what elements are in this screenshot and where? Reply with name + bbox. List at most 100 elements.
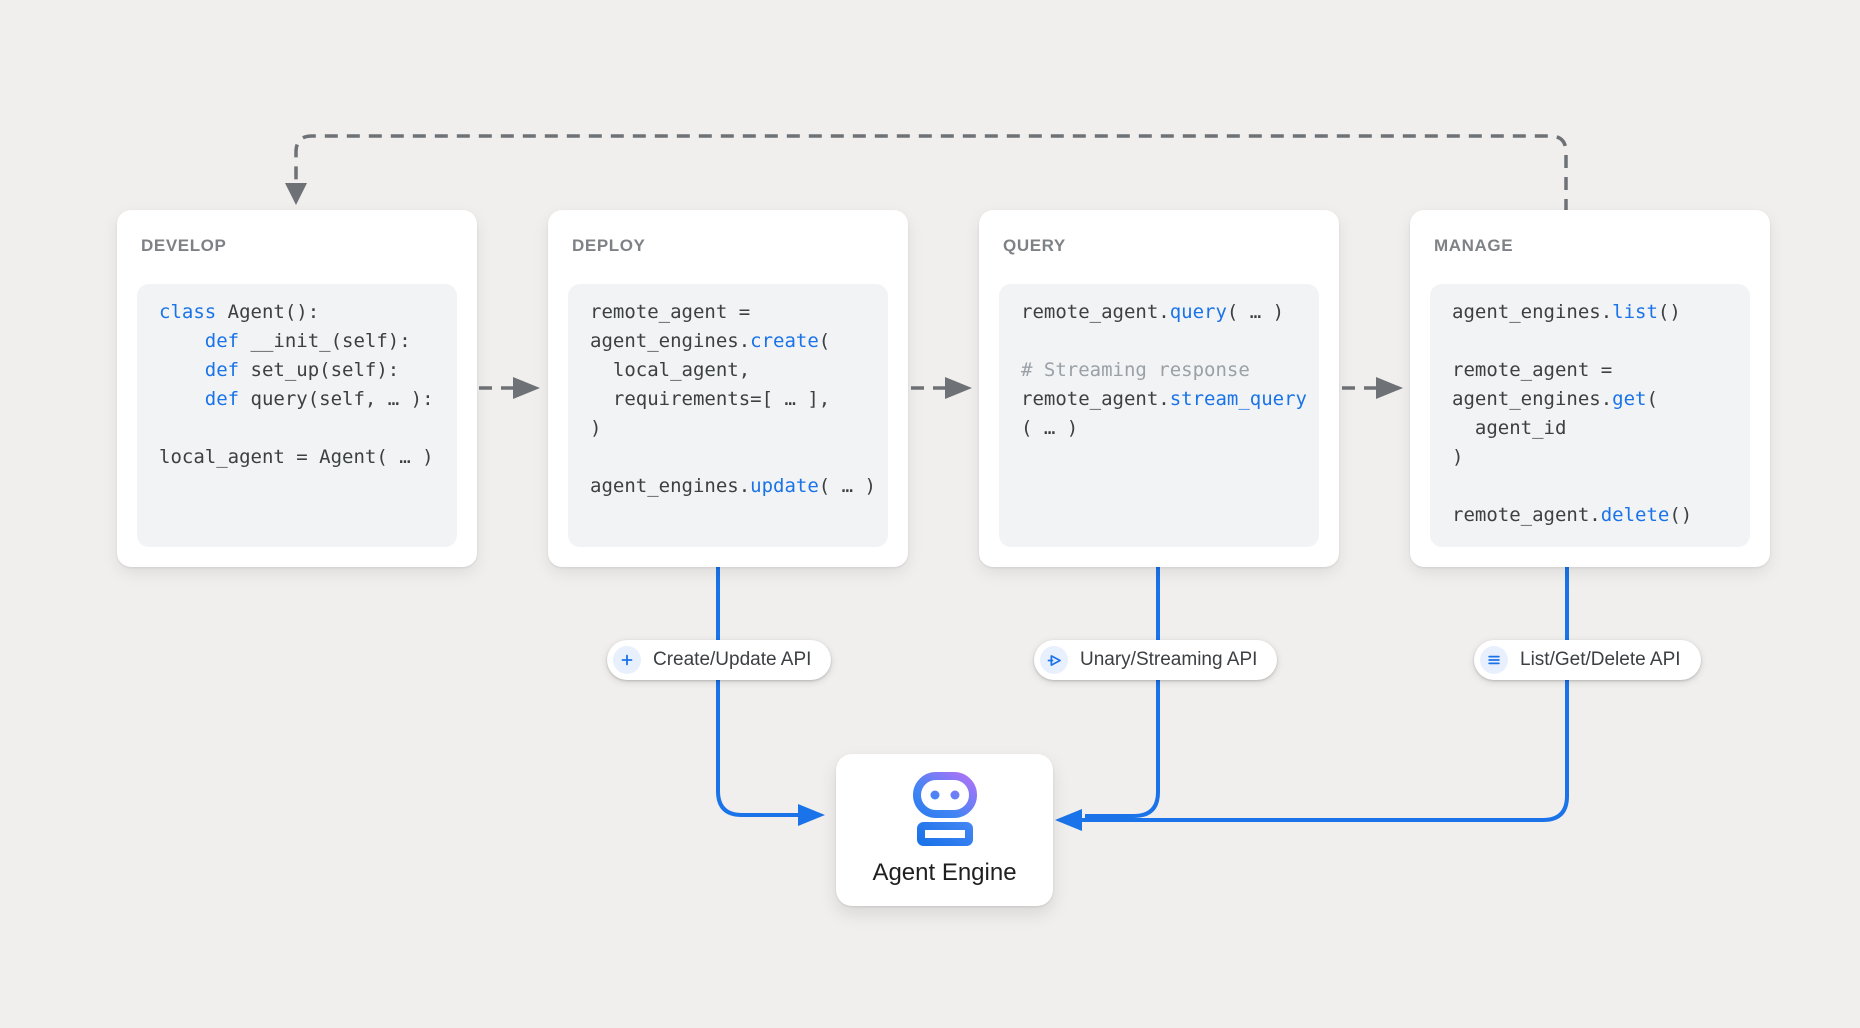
list-icon — [1480, 646, 1508, 674]
code-token: () — [1657, 301, 1681, 323]
code-token-keyword: query — [1169, 301, 1227, 323]
code-line — [159, 414, 457, 443]
loop-arrow-manage-to-develop — [285, 134, 1568, 212]
code-line: agent_engines.get( — [1452, 385, 1750, 414]
pill-create-update: Create/Update API — [607, 640, 832, 680]
code-block-develop: class Agent(): def __init_(self): def se… — [137, 284, 457, 547]
code-block-query: remote_agent.query( … ) # Streaming resp… — [999, 284, 1319, 547]
code-token: local_agent, — [590, 359, 751, 381]
arrowhead-right-icon — [513, 377, 540, 399]
code-token: () — [1669, 504, 1693, 526]
line-query-to-engine — [1085, 567, 1160, 818]
code-line — [1452, 327, 1750, 356]
code-token-keyword: class — [159, 301, 217, 323]
robot-body — [916, 822, 973, 846]
code-token: local_agent = Agent( … ) — [159, 446, 434, 468]
code-line: remote_agent = — [590, 298, 888, 327]
code-token: query(self, … ): — [239, 388, 434, 410]
code-token: ( — [818, 330, 831, 352]
code-line: agent_engines.list() — [1452, 298, 1750, 327]
code-token: Agent(): — [216, 301, 320, 323]
arrowhead-down-icon — [285, 183, 307, 205]
code-line: ) — [590, 414, 888, 443]
line-deploy-to-engine — [716, 567, 825, 826]
pill-label-list-get-delete: List/Get/Delete API — [1520, 649, 1681, 670]
code-line: def query(self, … ): — [159, 385, 457, 414]
code-token: remote_agent. — [1452, 504, 1601, 526]
card-title-deploy: DEPLOY — [572, 236, 646, 255]
card-title-manage: MANAGE — [1434, 236, 1514, 255]
line-manage-to-engine — [1055, 567, 1569, 831]
arrowhead-right-icon — [945, 377, 972, 399]
code-line: class Agent(): — [159, 298, 457, 327]
agent-engine-box: Agent Engine — [836, 754, 1053, 906]
code-token — [159, 388, 205, 410]
agent-engine-label: Agent Engine — [872, 859, 1017, 886]
code-token-keyword: def — [204, 359, 240, 381]
code-token-keyword: update — [750, 475, 819, 497]
card-develop: DEVELOP class Agent(): def __init_(self):… — [117, 210, 477, 567]
code-token-keyword: get — [1612, 388, 1647, 410]
code-token: agent_engines. — [1452, 301, 1613, 323]
code-line: ( … ) — [1021, 414, 1319, 443]
code-block-manage: agent_engines.list() remote_agent =agent… — [1430, 284, 1750, 547]
pill-label-unary-streaming: Unary/Streaming API — [1080, 649, 1258, 670]
code-token: agent_engines. — [590, 475, 751, 497]
arrow-develop-to-deploy — [479, 377, 540, 399]
send-icon — [1040, 646, 1068, 674]
code-line — [590, 443, 888, 472]
code-token: agent_engines. — [1452, 388, 1613, 410]
code-token-keyword: stream_query — [1169, 388, 1307, 410]
code-token: ( … ) — [818, 475, 876, 497]
pill-label-create-update: Create/Update API — [653, 649, 812, 670]
code-token-comment: # Streaming response — [1021, 359, 1250, 381]
code-line: remote_agent.delete() — [1452, 501, 1750, 530]
code-token: set_up(self): — [239, 359, 400, 381]
robot-icon — [912, 772, 977, 846]
code-line — [1452, 472, 1750, 501]
code-token: ) — [590, 417, 602, 439]
robot-eye-left — [930, 790, 939, 800]
code-line: agent_engines.update( … ) — [590, 472, 888, 501]
card-deploy: DEPLOY remote_agent = agent_engines.create… — [548, 210, 908, 567]
pill-list-get-delete: List/Get/Delete API — [1474, 640, 1701, 680]
code-token: __init_(self): — [239, 330, 411, 352]
code-token: remote_agent. — [1021, 301, 1170, 323]
code-line: requirements=[ … ], — [590, 385, 888, 414]
code-token: ( — [1646, 388, 1658, 410]
code-token: agent_id — [1452, 417, 1567, 439]
code-token-keyword: def — [204, 330, 240, 352]
code-token-keyword: list — [1612, 301, 1658, 323]
code-token: ( … ) — [1021, 417, 1079, 439]
pill-unary-streaming: Unary/Streaming API — [1034, 640, 1278, 680]
code-line: agent_engines.create( — [590, 327, 888, 356]
plus-icon — [613, 646, 641, 674]
code-token: requirements=[ … ], — [590, 388, 831, 410]
code-line: agent_id — [1452, 414, 1750, 443]
arrow-query-to-manage — [1342, 377, 1403, 399]
code-token: ( … ) — [1226, 301, 1285, 323]
arrow-deploy-to-query — [911, 377, 972, 399]
code-line: ) — [1452, 443, 1750, 472]
code-token-keyword: def — [204, 388, 240, 410]
robot-eye-right — [950, 790, 959, 800]
arrowhead-right-icon — [798, 804, 825, 826]
code-token: remote_agent = — [1452, 359, 1613, 381]
card-title-query: QUERY — [1003, 236, 1066, 255]
card-title-develop: DEVELOP — [141, 236, 227, 255]
code-line: local_agent, — [590, 356, 888, 385]
code-token-keyword: delete — [1600, 504, 1670, 526]
code-line: def __init_(self): — [159, 327, 457, 356]
code-line — [1021, 327, 1319, 356]
code-token: remote_agent = — [590, 301, 751, 323]
code-token: ) — [1452, 446, 1464, 468]
arrowhead-left-icon — [1055, 809, 1082, 831]
code-line: def set_up(self): — [159, 356, 457, 385]
code-line: remote_agent = — [1452, 356, 1750, 385]
arrowhead-right-icon — [1376, 377, 1403, 399]
code-line: local_agent = Agent( … ) — [159, 443, 457, 472]
